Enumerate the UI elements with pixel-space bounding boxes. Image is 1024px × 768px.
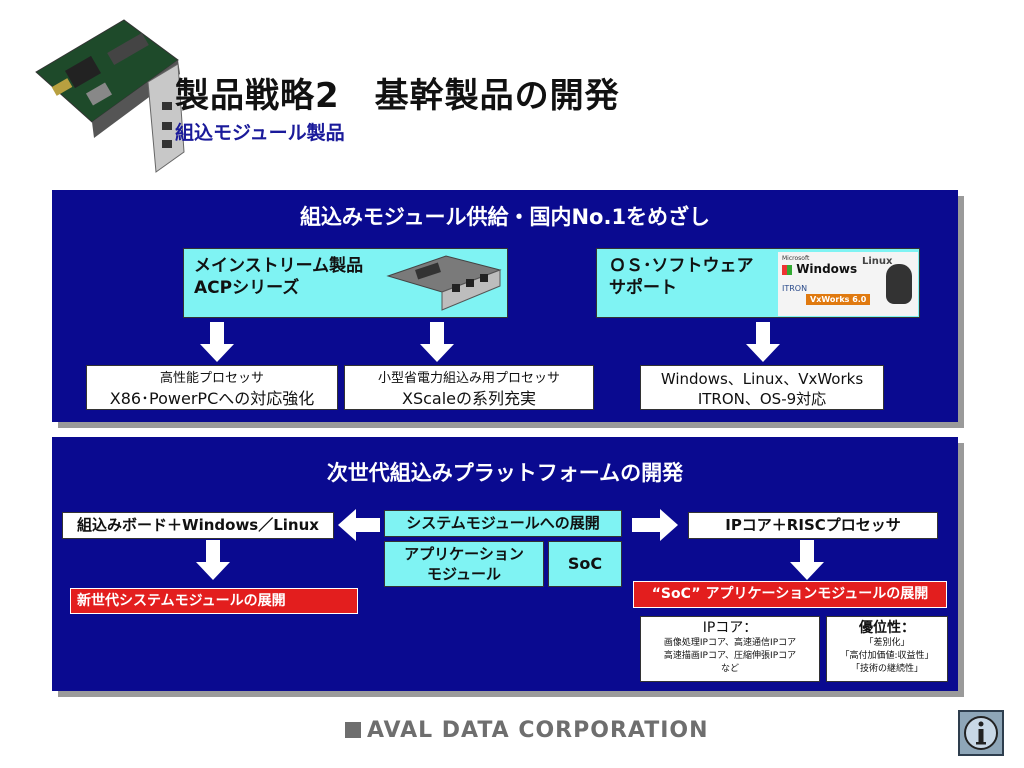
soc-app-module-label: “SoC” アプリケーションモジュールの展開 [651, 586, 929, 602]
itron-logo: ITRON [782, 284, 808, 293]
embedded-board-box: 組込みボード＋Windows／Linux [62, 512, 334, 539]
penguin-icon [886, 264, 912, 304]
ipcore-detail-line2: 高速描画IPコア、圧縮伸張IPコア [663, 651, 797, 661]
left-arrow-icon [338, 509, 380, 541]
advantage-line3: 「技術の継続性」 [850, 664, 923, 674]
os-list-line1: Windows、Linux、VxWorks [660, 370, 864, 388]
acp-board-image [386, 252, 504, 314]
panel-strategy-title: 組込みモジュール供給・国内No.1をめざし [299, 205, 711, 229]
right-arrow-icon [632, 509, 678, 541]
advantage-line1: 「差別化」 [864, 638, 910, 648]
os-line1: ＯＳ･ソフトウェア [609, 256, 754, 276]
info-button[interactable] [958, 710, 1004, 756]
windows-logo-text: Windows [796, 262, 858, 276]
system-module-label: システムモジュールへの展開 [406, 514, 600, 532]
app-module-box: アプリケーション モジュール [384, 541, 544, 587]
down-arrow-icon [200, 322, 234, 362]
xscale-box: 小型省電力組込み用プロセッサ XScaleの系列充実 [344, 365, 594, 410]
advantage-title: 優位性： [859, 620, 915, 636]
ipcore-detail-line1: 画像処理IPコア、高速通信IPコア [663, 638, 797, 648]
panel-nextgen-title: 次世代組込みプラットフォームの開発 [326, 461, 684, 485]
info-icon [964, 716, 998, 750]
board-image [28, 12, 188, 182]
xscale-line1: 小型省電力組込み用プロセッサ [377, 371, 560, 386]
vxworks-logo: VxWorks 6.0 [806, 294, 871, 305]
new-system-module-banner: 新世代システムモジュールの展開 [70, 588, 358, 614]
linux-logo: Linux [862, 256, 893, 267]
soc-app-module-banner: “SoC” アプリケーションモジュールの展開 [633, 581, 947, 608]
page-subtitle: 組込モジュール製品 [175, 122, 345, 144]
os-logos-image: Microsoft Windows ITRON Linux VxWorks 6.… [778, 252, 918, 316]
system-module-box: システムモジュールへの展開 [384, 510, 622, 537]
embedded-board-label: 組込みボード＋Windows／Linux [77, 516, 319, 534]
down-arrow-icon [790, 540, 824, 580]
app-module-line1: アプリケーション [404, 545, 524, 563]
company-logo: AVAL DATA CORPORATION [345, 718, 709, 743]
down-arrow-icon [420, 322, 454, 362]
windows-logo: Windows [782, 262, 857, 276]
advantage-line2: 「高付加価値:収益性」 [840, 651, 934, 661]
company-mark-icon [345, 722, 361, 738]
x86-line2: X86･PowerPCへの対応強化 [109, 389, 315, 408]
x86-box: 高性能プロセッサ X86･PowerPCへの対応強化 [86, 365, 338, 410]
ipcore-detail-box: IPコア： 画像処理IPコア、高速通信IPコア 高速描画IPコア、圧縮伸張IPコ… [640, 616, 820, 682]
ipcore-risc-label: IPコア＋RISCプロセッサ [725, 516, 901, 534]
xscale-line2: XScaleの系列充実 [401, 389, 536, 408]
os-support-list-box: Windows、Linux、VxWorks ITRON、OS-9対応 [640, 365, 884, 410]
acp-line1: メインストリーム製品 [194, 256, 364, 276]
os-line2: サポート [609, 278, 677, 298]
ipcore-risc-box: IPコア＋RISCプロセッサ [688, 512, 938, 539]
acp-line2: ACPシリーズ [194, 278, 300, 298]
down-arrow-icon [196, 540, 230, 580]
x86-line1: 高性能プロセッサ [159, 371, 264, 386]
soc-label: SoC [567, 554, 603, 573]
page-title: 製品戦略2 基幹製品の開発 [175, 76, 620, 116]
app-module-line2: モジュール [427, 565, 501, 583]
advantage-box: 優位性： 「差別化」 「高付加価値:収益性」 「技術の継続性」 [826, 616, 948, 682]
windows-flag-icon [782, 264, 792, 275]
new-system-module-label: 新世代システムモジュールの展開 [77, 593, 286, 609]
company-name: AVAL DATA CORPORATION [367, 718, 709, 743]
microsoft-logo: Microsoft [782, 255, 810, 262]
soc-box: SoC [548, 541, 622, 587]
ipcore-detail-line3: など [720, 664, 739, 674]
ipcore-detail-title: IPコア： [702, 620, 758, 636]
os-list-line2: ITRON、OS-9対応 [697, 390, 827, 408]
down-arrow-icon [746, 322, 780, 362]
